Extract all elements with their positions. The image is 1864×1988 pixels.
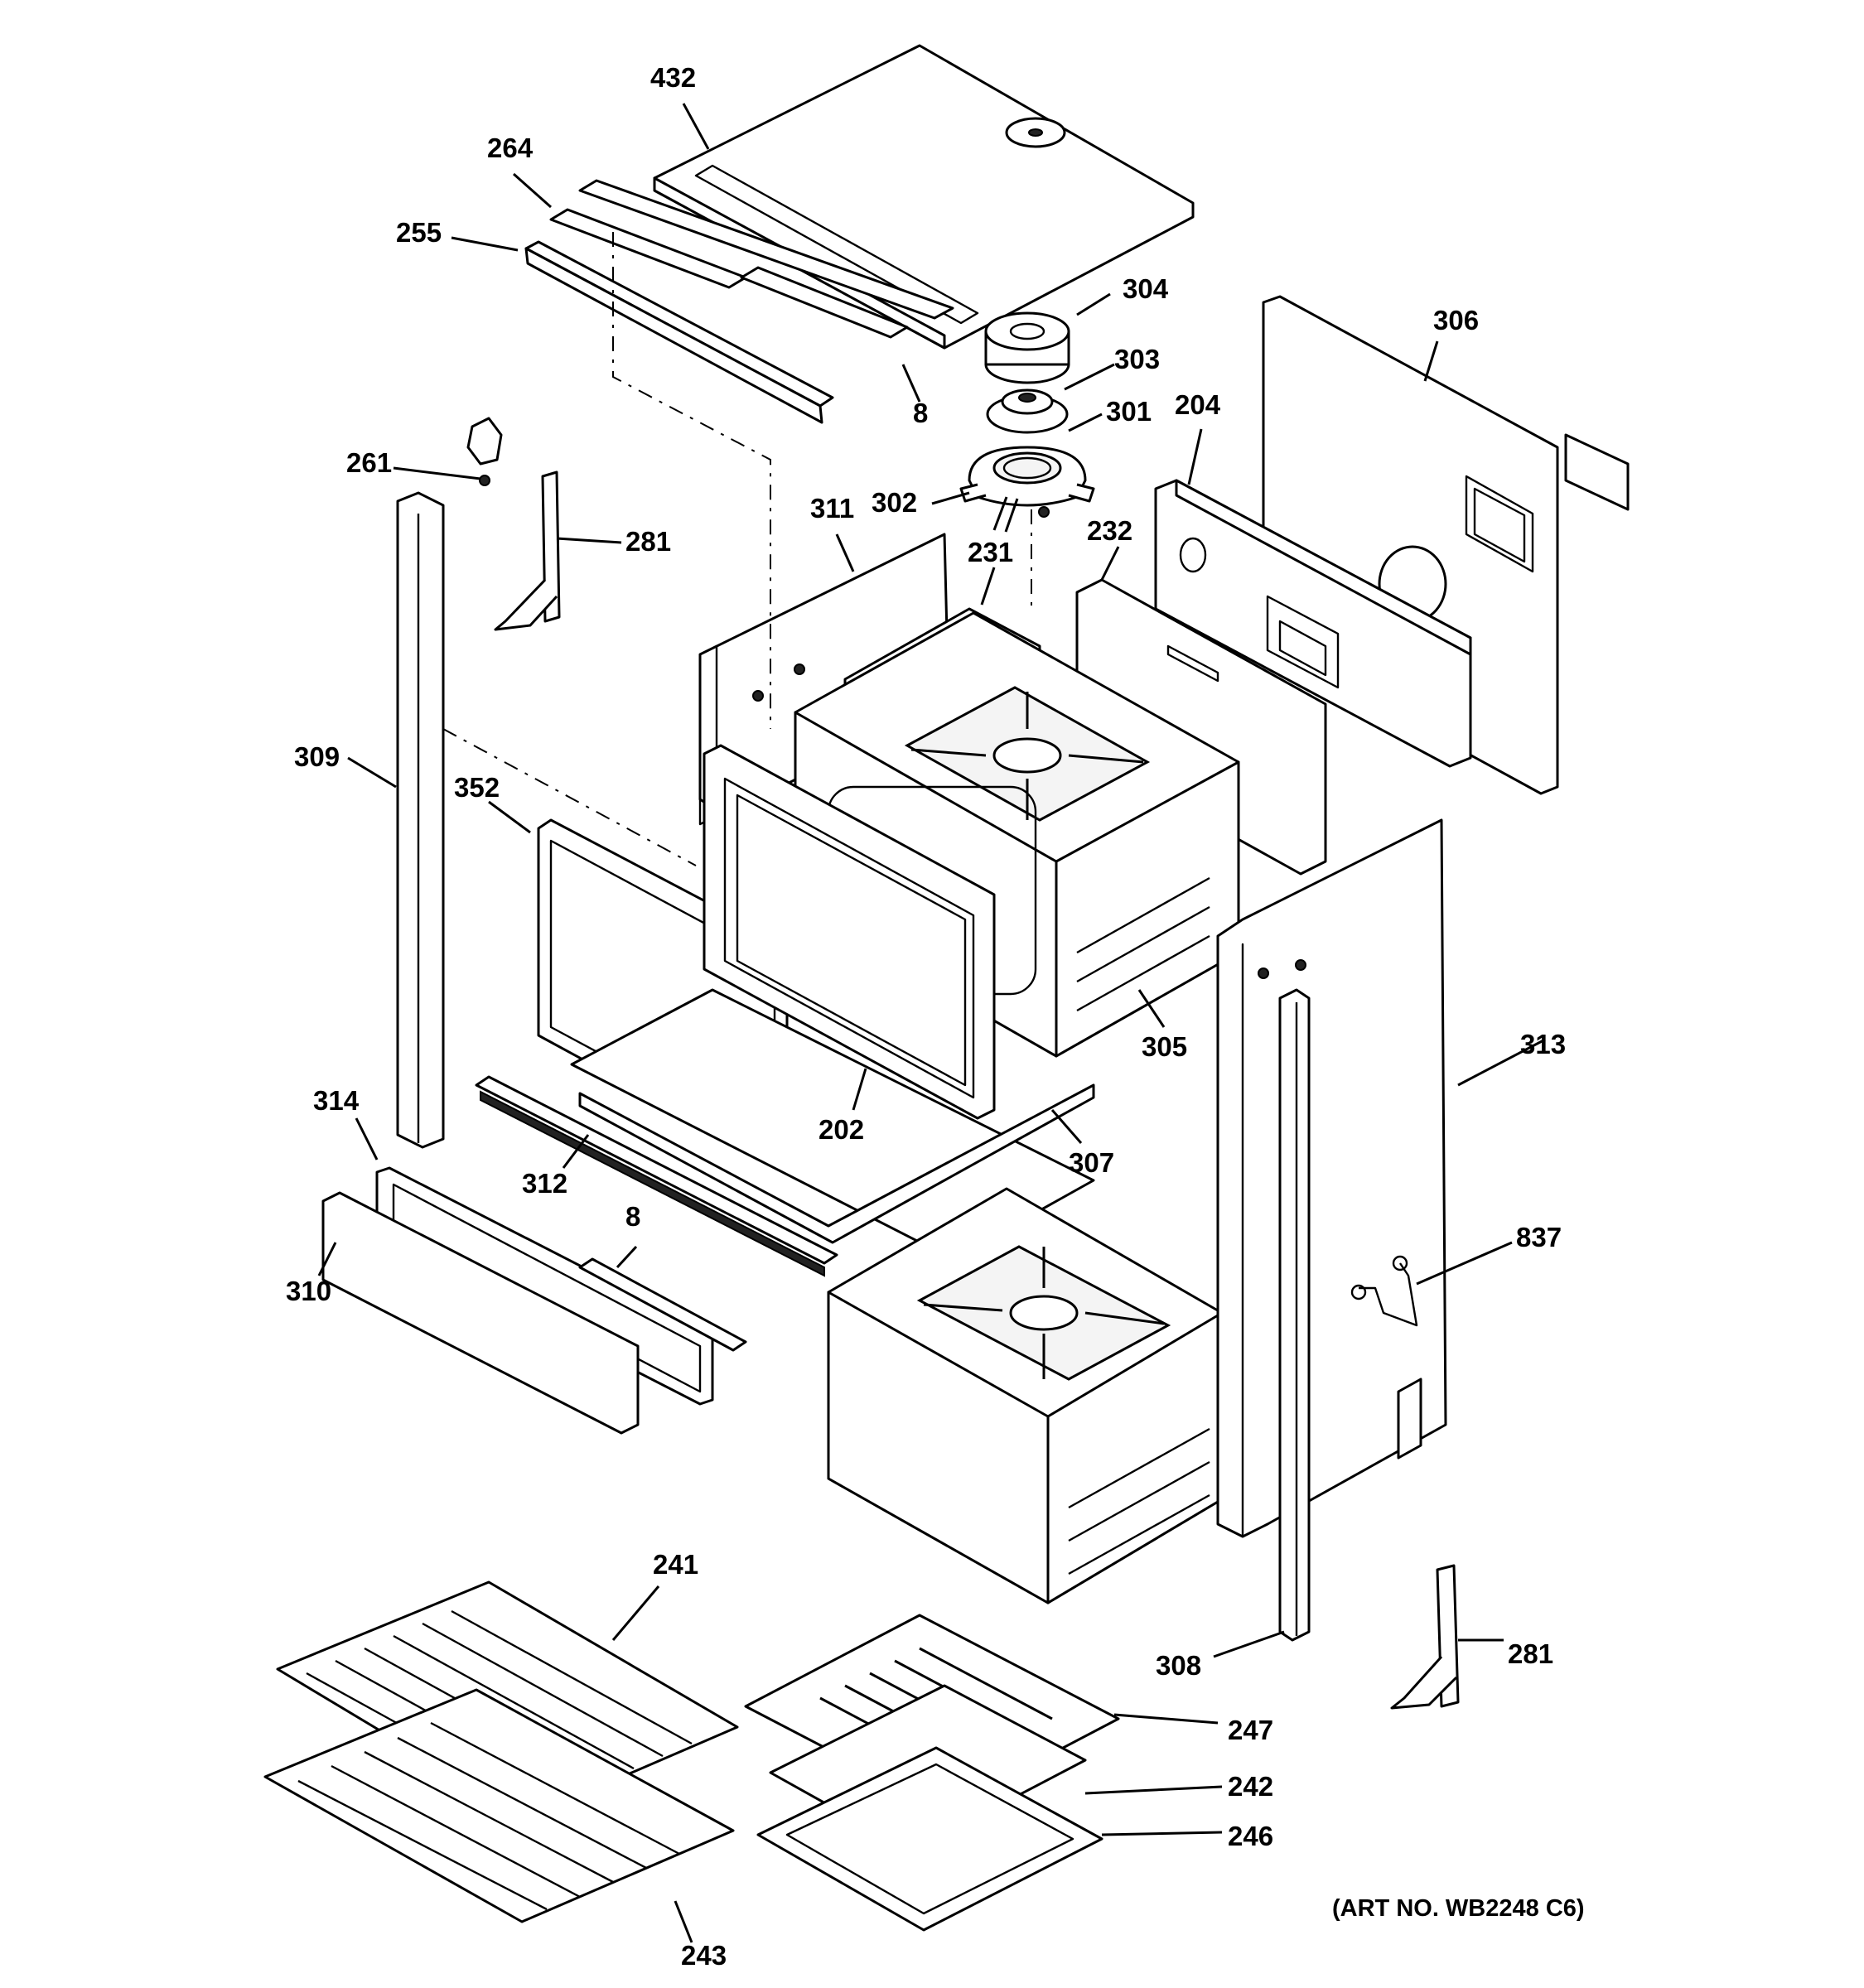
callout-241: 241: [653, 1549, 698, 1580]
part-301-burner-base: [959, 446, 1095, 507]
callout-231: 231: [968, 537, 1013, 567]
part-302-orifice: [992, 496, 1050, 533]
callout-232: 232: [1087, 515, 1132, 546]
part-312-trim-bar: [475, 1075, 838, 1277]
part-313-side-panel: [1216, 818, 1447, 1538]
part-310-vent-trim: [321, 1191, 640, 1435]
part-837-wire-harness: [1350, 1255, 1418, 1327]
callout-352: 352: [454, 772, 500, 803]
part-308-vertical-trim: [1278, 988, 1311, 1642]
callout-306: 306: [1433, 305, 1479, 335]
callout-labels: 432 264 255 8 304 303 301 302 306 204 26…: [286, 62, 1585, 1971]
callout-837: 837: [1516, 1222, 1562, 1252]
callout-246: 246: [1228, 1821, 1273, 1851]
callout-301: 301: [1106, 396, 1152, 427]
callout-242: 242: [1228, 1771, 1273, 1802]
part-lower-oven-liner: [827, 1187, 1224, 1604]
part-8-lower-strip: [578, 1257, 747, 1352]
part-246-broiler-pan: [756, 1746, 1103, 1932]
callout-261: 261: [346, 447, 392, 478]
callout-302: 302: [872, 487, 917, 518]
callout-313: 313: [1520, 1029, 1566, 1059]
callout-247: 247: [1228, 1715, 1273, 1745]
callout-308: 308: [1156, 1650, 1201, 1681]
part-309-vertical-trim: [396, 491, 445, 1149]
callout-432: 432: [650, 62, 696, 93]
part-304-burner-cap: [984, 311, 1070, 384]
callout-281: 281: [625, 526, 671, 557]
callout-8: 8: [913, 398, 928, 428]
callout-255: 255: [396, 217, 442, 248]
lower-liner-vents: [1068, 1427, 1210, 1575]
part-307-floor-panel: [578, 1083, 1095, 1244]
part-261-door-switch: [466, 417, 503, 486]
callout-281-lower: 281: [1508, 1638, 1553, 1669]
callout-264: 264: [487, 133, 534, 163]
alignment-lines: [442, 232, 1032, 866]
part-281-hinge-lower: [1390, 1564, 1460, 1710]
part-264-trim-strips: [549, 179, 954, 339]
part-255-rail: [524, 240, 834, 424]
art-number: (ART NO. WB2248 C6): [1332, 1895, 1585, 1922]
callout-311: 311: [810, 493, 854, 524]
part-202-bottom-plate: [570, 988, 1095, 1261]
part-281-hinge-upper: [494, 470, 561, 631]
part-front-frame: [703, 744, 996, 1120]
callout-310: 310: [286, 1276, 331, 1306]
rack-243-wires: [297, 1721, 680, 1911]
callout-312: 312: [522, 1168, 567, 1199]
callout-309: 309: [294, 741, 340, 772]
callout-303: 303: [1114, 344, 1160, 374]
callout-307: 307: [1069, 1147, 1114, 1178]
callout-204: 204: [1175, 389, 1221, 420]
part-243-oven-rack: [263, 1688, 735, 1923]
callout-305: 305: [1142, 1031, 1187, 1062]
callout-304: 304: [1123, 273, 1169, 304]
callout-202: 202: [819, 1114, 864, 1145]
upper-liner-vents: [1076, 876, 1210, 1012]
callout-243: 243: [681, 1940, 727, 1971]
part-204-insulation-panel: [1154, 479, 1472, 768]
leader-lines: [317, 103, 1546, 1943]
part-303-burner-head: [986, 388, 1069, 434]
callout-314: 314: [313, 1085, 360, 1116]
callout-8-lower: 8: [625, 1201, 640, 1232]
